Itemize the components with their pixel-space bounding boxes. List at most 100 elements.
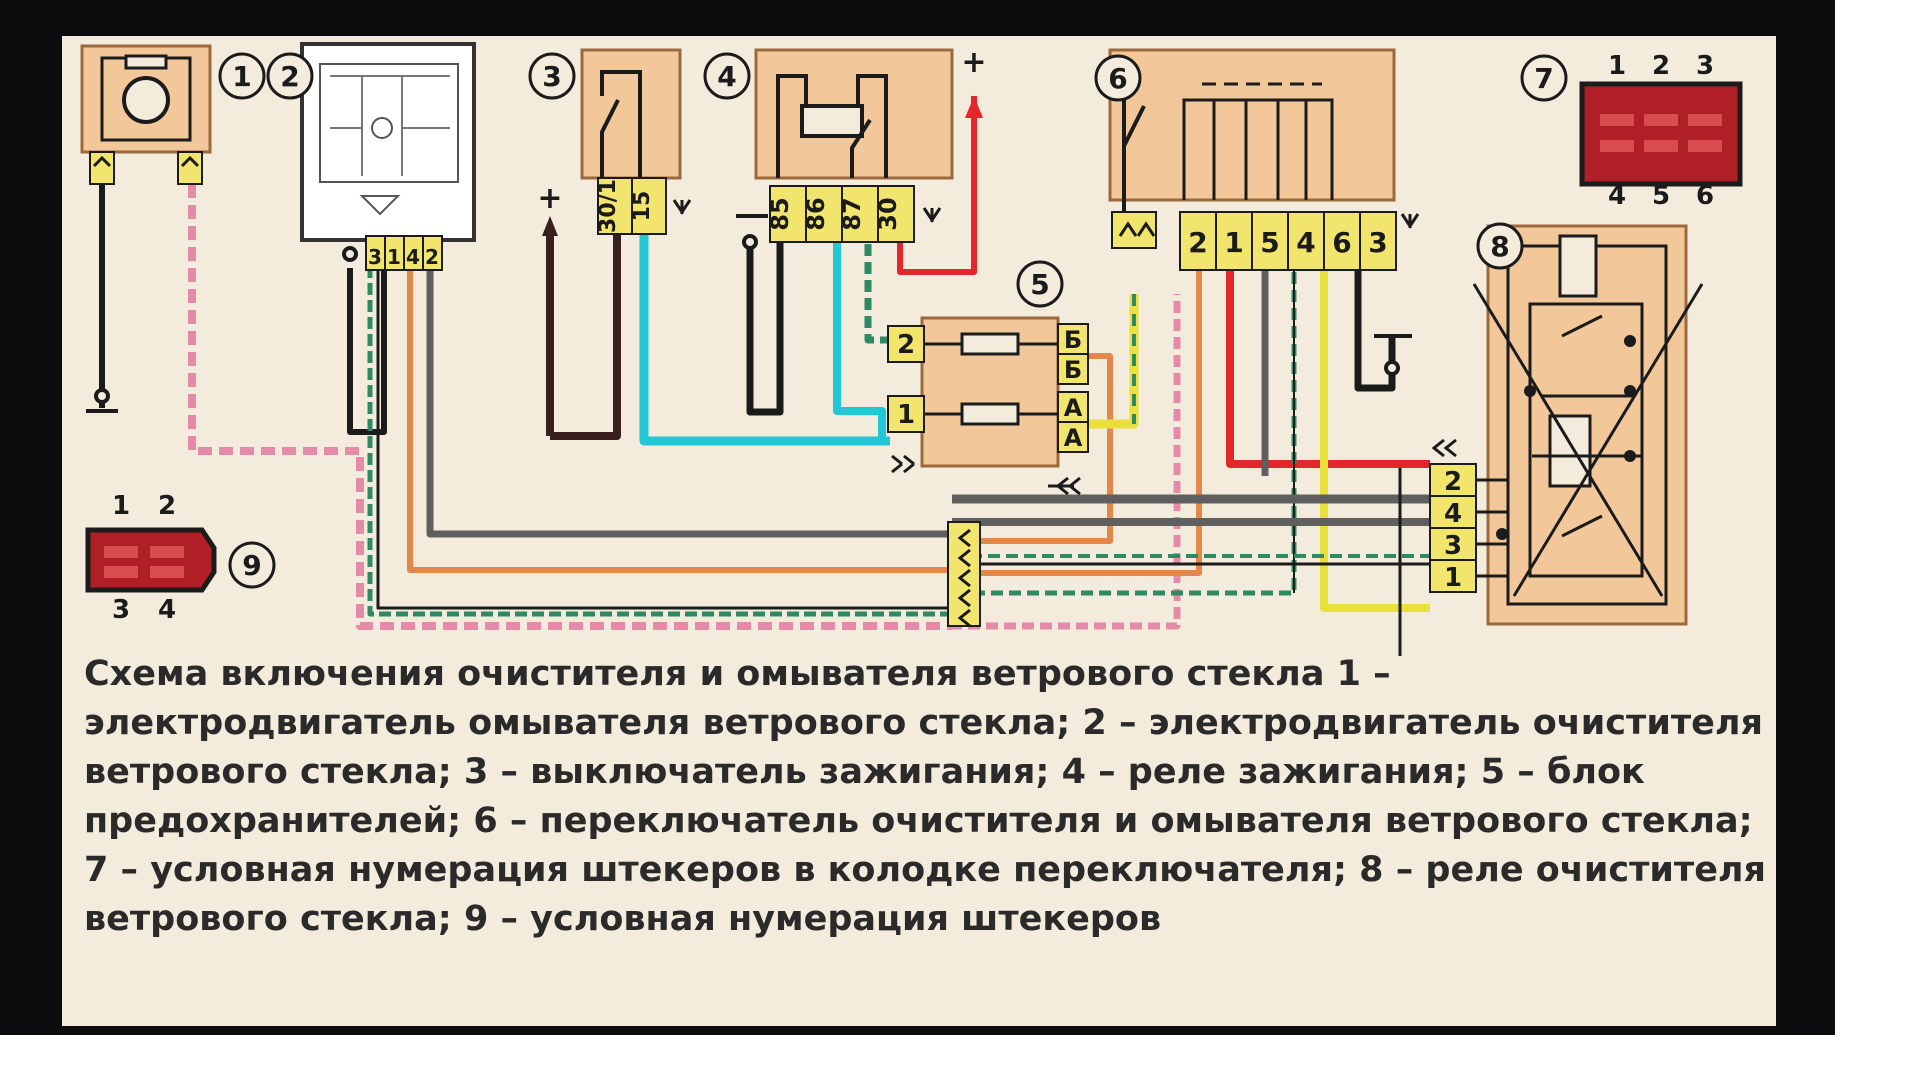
diagram-caption: Схема включения очистителя и омывателя в…	[84, 654, 1767, 939]
plus-label: +	[961, 45, 986, 80]
terminal-label: 87	[838, 197, 866, 230]
component-markers	[218, 52, 1568, 589]
wire-cyan-2	[833, 226, 886, 441]
terminal-label: 30/1	[596, 179, 621, 233]
motor-icon	[122, 76, 170, 124]
marker-1	[218, 52, 266, 100]
monitor-frame: + +	[0, 0, 1835, 1035]
wire-yellow-sw6	[1320, 254, 1430, 612]
wire-black-motor	[347, 268, 387, 435]
marker-label: 7	[1534, 62, 1553, 95]
wiper-switch-6	[1108, 48, 1397, 271]
terminal-marker-icon	[1400, 213, 1420, 229]
pin-label: 1	[112, 491, 130, 521]
wire-brown	[550, 226, 621, 440]
pin-label: 1	[1608, 51, 1626, 81]
pin-label: 2	[1652, 51, 1670, 81]
wire-orange-bus	[407, 266, 952, 573]
fuse-label: А	[1064, 424, 1083, 452]
plus-label: +	[537, 181, 562, 216]
wiper-motor-2	[300, 42, 476, 271]
ignition-switch-3	[580, 48, 682, 235]
marker-2	[266, 52, 314, 100]
marker-label: 9	[242, 549, 261, 582]
fuse-label: Б	[1064, 326, 1082, 354]
pin-label: 3	[112, 595, 130, 625]
wire-pink	[188, 184, 952, 630]
terminal-label: 4	[1296, 226, 1315, 259]
terminal-label: 1	[1224, 226, 1243, 259]
fuse-label: 2	[897, 330, 915, 360]
washer-motor-1	[80, 44, 212, 185]
marker-3	[528, 52, 576, 100]
pin-label: 4	[1608, 181, 1626, 211]
terminal-label: 3	[1368, 226, 1387, 259]
fuse-label: Б	[1064, 356, 1082, 384]
arrows	[542, 96, 983, 236]
marker-label: 6	[1108, 62, 1127, 95]
connector-9	[85, 527, 217, 593]
pin-label: 2	[158, 491, 176, 521]
connector-7	[1579, 81, 1743, 187]
wire-orange-fuse	[952, 353, 1113, 544]
terminal-label: 30	[874, 197, 902, 230]
terminal-marker-icon	[672, 199, 692, 215]
marker-8	[1476, 222, 1524, 270]
pin-label: 5	[1652, 181, 1670, 211]
wire-orange-sw6	[952, 254, 1202, 576]
connector-arrow-icon	[891, 454, 915, 474]
crossed-out-icon	[1472, 283, 1704, 597]
terminal-label: 2	[1188, 226, 1207, 259]
marker-7	[1520, 54, 1568, 102]
terminal-label: 1	[1444, 563, 1462, 593]
terminal-label: 3	[368, 245, 382, 269]
terminal-label: 1	[387, 245, 401, 269]
terminal-label: 86	[802, 197, 830, 230]
marker-6	[1094, 54, 1142, 102]
fuse-icon	[960, 332, 1020, 356]
wire-black-relay	[746, 226, 784, 416]
relay-coil-icon	[800, 104, 864, 138]
terminal-label: 3	[1444, 531, 1462, 561]
ignition-relay-4	[754, 48, 954, 243]
pin-label: 4	[158, 595, 176, 625]
terminal-label: 4	[1444, 499, 1462, 529]
diagram-screen: + +	[62, 36, 1776, 1026]
wire-green-relay	[864, 226, 888, 344]
fuse-label: 1	[897, 400, 915, 430]
terminal-label: 6	[1332, 226, 1351, 259]
terminal-label: 15	[630, 191, 655, 222]
ground-symbols	[86, 214, 1412, 413]
marker-label: 8	[1490, 230, 1509, 263]
wire-black-bus	[376, 266, 952, 610]
wire-cyan-1	[639, 226, 890, 446]
marker-label: 2	[280, 60, 299, 93]
marker-5	[1016, 260, 1064, 308]
connector-arrow-icon	[1048, 476, 1081, 496]
pin-label: 6	[1696, 181, 1714, 211]
wire-gray-bus	[426, 266, 952, 538]
pin-label: 3	[1696, 51, 1714, 81]
arrow-up-icon	[542, 216, 558, 236]
wire-red-relay	[897, 96, 977, 275]
marker-label: 3	[542, 60, 561, 93]
wire-green-bus	[367, 266, 952, 617]
marker-label: 5	[1030, 268, 1049, 301]
terminal-label: 2	[1444, 467, 1462, 497]
terminal-label: 85	[766, 197, 794, 230]
marker-4	[703, 52, 751, 100]
wiper-relay-8	[1429, 224, 1704, 626]
marker-9	[228, 541, 276, 589]
arrow-up-icon	[965, 96, 983, 118]
fuse-icon	[960, 402, 1020, 426]
wiring-diagram: + +	[80, 42, 1743, 656]
harness-connector	[947, 521, 981, 628]
wire-pink-right	[950, 294, 1181, 630]
terminal-label: 2	[425, 245, 439, 269]
terminal-label: 5	[1260, 226, 1279, 259]
fuse-block-5	[887, 316, 1089, 468]
terminal-marker-icon	[922, 207, 942, 223]
fuse-label: А	[1064, 394, 1083, 422]
marker-label: 4	[717, 60, 736, 93]
wire-red-sw6	[1226, 254, 1430, 468]
